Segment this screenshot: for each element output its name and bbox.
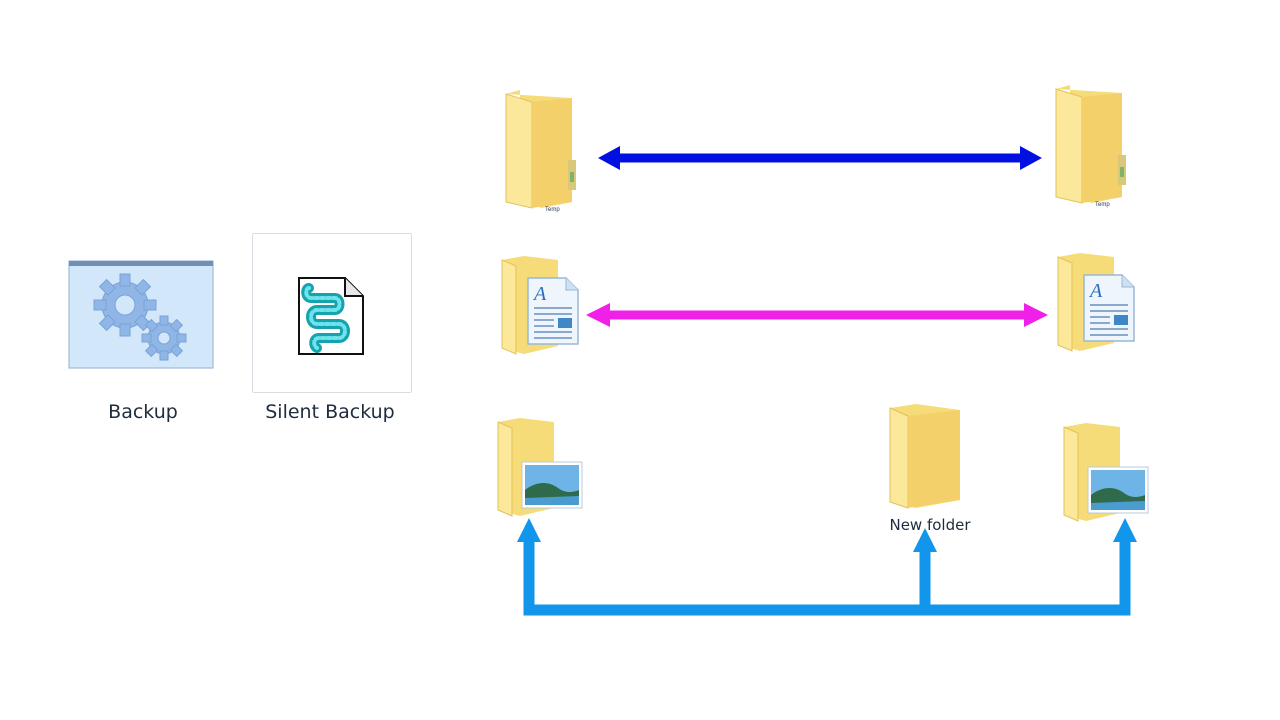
- gears-window-icon: [68, 260, 214, 369]
- silent-backup-label: Silent Backup: [265, 401, 395, 423]
- document-folder-icon-right: A: [1057, 253, 1135, 352]
- merge-arrows-row3: [517, 518, 1137, 616]
- picture-folder-icon-right: [1063, 423, 1149, 522]
- script-file-icon: [298, 277, 364, 355]
- backup-label: Backup: [108, 401, 178, 423]
- svg-text:A: A: [1088, 280, 1103, 302]
- folder-icon-temp-right: [1055, 85, 1126, 204]
- picture-folder-icon-left: [497, 418, 583, 517]
- sync-arrow-row1: [598, 146, 1042, 170]
- new-folder-label: New folder: [889, 516, 971, 534]
- temp-label-right: Temp: [1095, 202, 1110, 208]
- document-folder-icon-left: A: [501, 256, 579, 355]
- backup-shortcut[interactable]: [68, 260, 216, 370]
- sync-arrow-row2: [586, 303, 1048, 327]
- folder-icon-temp-left: [505, 90, 576, 209]
- svg-text:A: A: [532, 283, 547, 305]
- folder-icon-new-folder: [889, 404, 960, 509]
- temp-label-left: Temp: [545, 207, 560, 213]
